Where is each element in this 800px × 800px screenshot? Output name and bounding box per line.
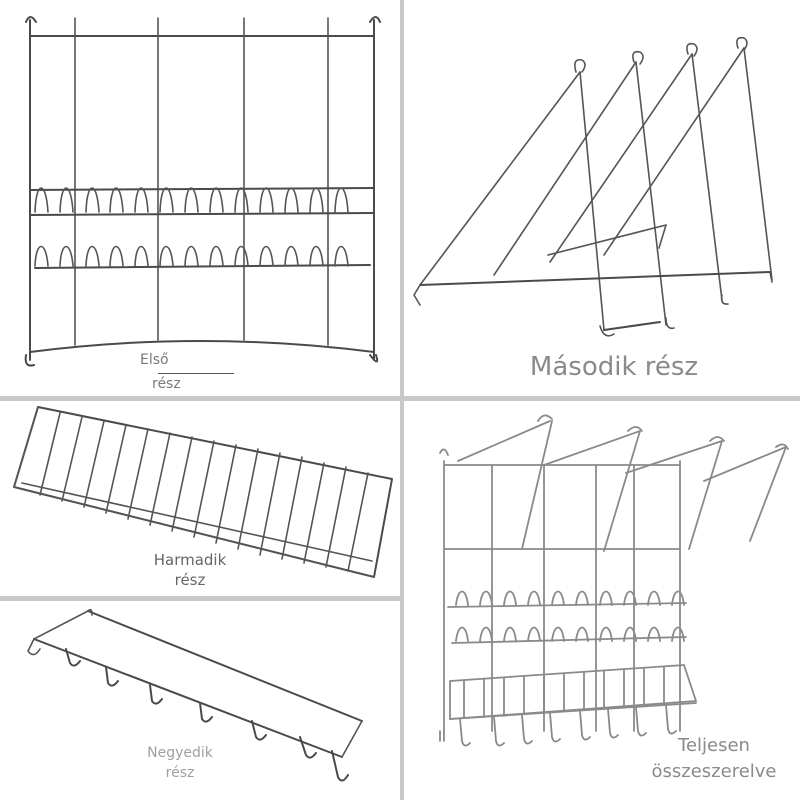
part1-label-line2: rész <box>152 376 181 392</box>
assembled-label-line1: Teljesen <box>678 735 750 756</box>
horizontal-divider-right <box>404 396 800 401</box>
panel-part1: Első rész <box>0 0 400 396</box>
part4-label-line2: rész <box>165 765 195 781</box>
part4-label-line1: Negyedik <box>147 745 213 761</box>
panel-part4: Negyedik rész <box>0 601 400 800</box>
assembled-rack-drawing <box>439 414 789 747</box>
panel-part2: Második rész <box>404 0 800 396</box>
part2-label: Második rész <box>529 352 699 382</box>
part1-rack-drawing <box>24 16 381 367</box>
part3-label-line2: rész <box>174 571 206 589</box>
part4-hook-rail-drawing <box>27 608 363 782</box>
part2-frame-drawing <box>413 36 773 337</box>
part1-label-line1: Első <box>140 352 169 368</box>
part1-label-underline <box>158 373 234 374</box>
horizontal-divider-left-bottom <box>0 596 400 601</box>
part3-basket-drawing <box>13 406 393 578</box>
assembled-label-line2: összeszerelve <box>651 761 777 782</box>
vertical-divider <box>400 0 404 800</box>
horizontal-divider-left-top <box>0 396 400 401</box>
panel-part3: Harmadik rész <box>0 401 400 596</box>
panel-assembled: Teljesen összeszerelve <box>404 401 800 800</box>
part3-label-line1: Harmadik <box>153 551 227 569</box>
